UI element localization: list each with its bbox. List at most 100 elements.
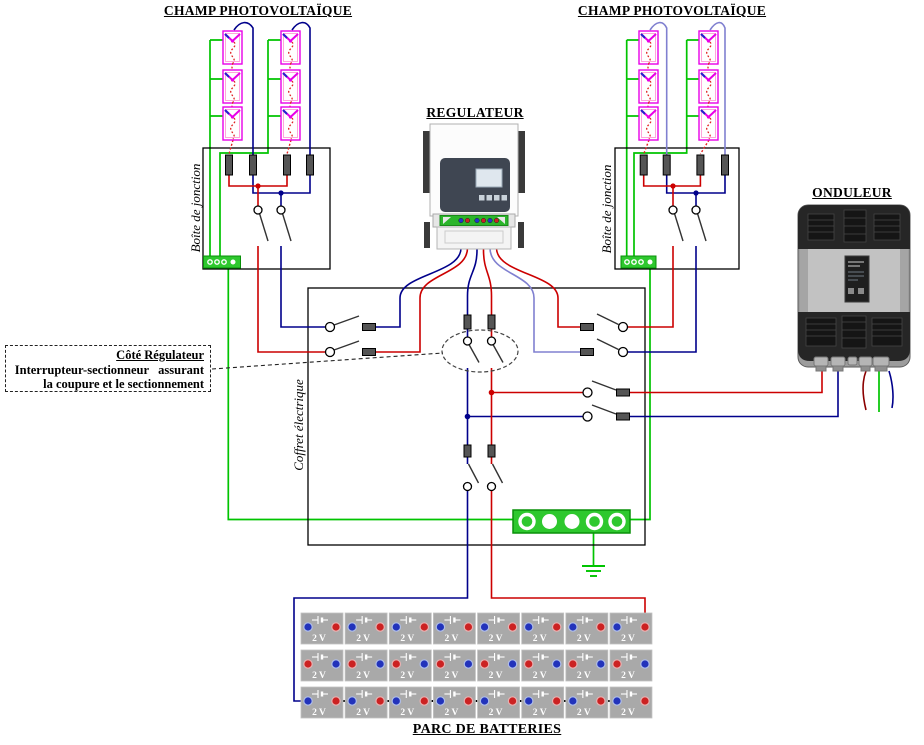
pv-cell-wire (288, 41, 294, 64)
fuse (616, 412, 630, 421)
battery-cell: 2 V (521, 686, 565, 719)
battery-neg-terminal (612, 622, 622, 632)
inverter-neg-feed (629, 371, 839, 418)
switch-contact (582, 411, 593, 422)
battery-pos-terminal (523, 659, 534, 669)
positive-wiring (228, 175, 823, 623)
regulator-right-neg (489, 222, 581, 353)
battery-symbol-icon (356, 690, 373, 698)
switch-contact (324, 346, 336, 358)
inverter-ac-neutral (888, 370, 894, 409)
battery-symbol-icon (400, 653, 417, 661)
switch-contact (668, 205, 678, 215)
battery-neg-terminal (507, 659, 518, 669)
cabinet-to-regulator-neg (375, 222, 462, 328)
battery-pos-terminal (640, 696, 650, 706)
regulator-device (423, 123, 525, 250)
fuse (463, 444, 472, 458)
junction-box-right (614, 147, 740, 270)
earth-strip-right (620, 255, 657, 269)
right-switch-to-jb-neg (627, 269, 697, 353)
switch-contacts (253, 205, 701, 492)
battery-cell-label: 2 V (489, 671, 503, 681)
battery-neg-terminal (303, 696, 313, 706)
pv-cell-wire (706, 80, 712, 103)
battery-cell: 2 V (388, 649, 432, 682)
battery-cell-label: 2 V (356, 708, 370, 718)
battery-neg-terminal (568, 696, 578, 706)
battery-pos-terminal (596, 622, 606, 632)
pv-arrays (222, 30, 719, 141)
battery-cell: 2 V (344, 649, 388, 682)
switch-contact (462, 336, 473, 346)
fuse (225, 154, 233, 176)
battery-cell: 2 V (344, 686, 388, 719)
battery-cell: 2 V (433, 649, 476, 682)
inverter-ac-phase (862, 370, 867, 411)
pv-cell-wire (230, 80, 236, 103)
isolator-callout: Côté Régulateur Interrupteur-sectionneur… (5, 345, 211, 392)
battery-neg-terminal (331, 659, 341, 669)
switch-contact (276, 205, 286, 215)
battery-symbol-icon (576, 690, 593, 698)
regulator-terminals (458, 217, 500, 224)
battery-symbol-icon (356, 616, 373, 624)
inverter-top-vents (807, 209, 901, 243)
pv-string-neg (233, 21, 254, 155)
pv-pos-links (228, 139, 710, 155)
junction-box-left-label: Boîte de jonction (188, 163, 203, 253)
battery-symbol-icon (444, 616, 461, 624)
battery-cell-label: 2 V (621, 671, 635, 681)
battery-neg-terminal (479, 622, 490, 632)
pv-module (638, 69, 659, 104)
junction-dots (255, 183, 699, 420)
battery-cell-label: 2 V (621, 708, 635, 718)
pv-cell-wire (706, 41, 712, 64)
fuse (487, 444, 496, 458)
battery-symbol-icon (488, 690, 505, 698)
battery-symbol-icon (532, 690, 549, 698)
regulator-lcd (475, 168, 503, 188)
battery-cell-label: 2 V (533, 671, 547, 681)
callout-title: Côté Régulateur (116, 348, 204, 362)
fuse (721, 154, 729, 176)
battery-cell: 2 V (477, 612, 520, 645)
battery-neg-terminal (612, 696, 622, 706)
battery-cell-label: 2 V (400, 708, 414, 718)
pv-string-neg (709, 21, 726, 155)
fuse (616, 388, 630, 397)
switch-contact (691, 205, 701, 215)
pv-cell-wire (230, 117, 236, 140)
pv-string-neg (291, 21, 311, 155)
battery-pos-terminal (375, 696, 385, 706)
battery-pos-terminal (507, 622, 518, 632)
battery-cell: 2 V (609, 612, 653, 645)
battery-pos-terminal (419, 622, 430, 632)
battery-neg-terminal (419, 659, 430, 669)
battery-symbol-icon (620, 653, 637, 661)
battery-pos-terminal (568, 659, 578, 669)
inverter-bottom-vents (805, 315, 903, 349)
pv-module (638, 106, 659, 141)
battery-cell: 2 V (433, 612, 476, 645)
battery-pos-terminal (551, 622, 562, 632)
battery-pos-terminal (507, 696, 518, 706)
earth-wire (210, 39, 223, 117)
battery-neg-run (293, 490, 469, 702)
battery-neg-terminal (303, 622, 313, 632)
battery-cell: 2 V (565, 612, 609, 645)
battery-cell: 2 V (300, 649, 344, 682)
battery-symbol-icon (488, 616, 505, 624)
fuse (362, 348, 376, 356)
battery-cell-label: 2 V (489, 708, 503, 718)
switch-contact (617, 346, 629, 358)
pv-module (698, 69, 719, 104)
battery-cell-label: 2 V (445, 708, 459, 718)
junction-box-left (202, 147, 331, 270)
pv-string (280, 30, 301, 141)
battery-cell: 2 V (521, 612, 565, 645)
battery-symbol-icon (312, 690, 328, 698)
earth-main-run (227, 268, 513, 521)
battery-cell-label: 2 V (356, 671, 370, 681)
